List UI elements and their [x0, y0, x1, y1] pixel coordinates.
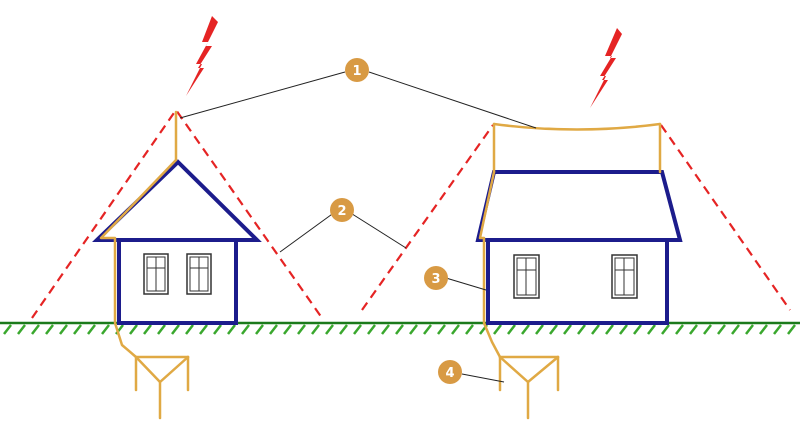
- ground-hatch-mark: [367, 324, 376, 335]
- ground-hatch-mark: [283, 324, 292, 335]
- leader-lines: [179, 71, 537, 383]
- ground-hatch-mark: [129, 324, 138, 335]
- ground-hatch-mark: [31, 324, 40, 335]
- ground-hatch-mark: [227, 324, 236, 335]
- ground-hatch-mark: [731, 324, 740, 335]
- down-conductor-left: [99, 158, 178, 359]
- ground-hatch-mark: [101, 324, 110, 335]
- marker-2-label: 2: [337, 204, 346, 219]
- marker-3: 3: [424, 266, 448, 290]
- ground-hatch-mark: [633, 324, 642, 335]
- ground-hatch-mark: [577, 324, 586, 335]
- conductors: [99, 110, 662, 420]
- ground-hatch-mark: [73, 324, 82, 335]
- ground-hatch-mark: [143, 324, 152, 335]
- ground-hatch-mark: [451, 324, 460, 335]
- house-right-roof: [475, 170, 683, 242]
- leader-1-right: [368, 71, 537, 129]
- catenary-wire-right: [492, 122, 662, 131]
- down-conductor-right: [478, 170, 502, 359]
- lightning-bolt-icon: [590, 28, 622, 108]
- protection-zone-right: [361, 124, 494, 311]
- leader-4: [461, 373, 505, 383]
- protection-zones: [31, 108, 791, 319]
- ground-hatch-mark: [591, 324, 600, 335]
- ground-hatch-mark: [745, 324, 754, 335]
- ground-hatch-mark: [759, 324, 768, 335]
- ground-hatch-mark: [353, 324, 362, 335]
- ground-hatch-mark: [507, 324, 516, 335]
- house-right: [475, 170, 683, 325]
- ground-hatch-mark: [437, 324, 446, 335]
- ground-hatch-mark: [325, 324, 334, 335]
- house-left-walls: [117, 240, 238, 325]
- house-right-window-1: [513, 254, 540, 299]
- markers: 1 2 3 4: [330, 58, 462, 384]
- house-left-window-1: [143, 253, 169, 295]
- marker-1: 1: [345, 58, 369, 82]
- protection-zone-right-outer: [660, 124, 791, 311]
- ground-hatch-mark: [171, 324, 180, 335]
- ground-hatch-mark: [689, 324, 698, 335]
- ground-hatch-mark: [647, 324, 656, 335]
- lightning-bolts: [186, 16, 622, 108]
- ground-hatch-mark: [423, 324, 432, 335]
- ground-hatch-mark: [661, 324, 670, 335]
- marker-3-label: 3: [431, 272, 440, 287]
- earth-electrode-left: [134, 355, 190, 420]
- ground-hatch-mark: [563, 324, 572, 335]
- ground-hatch-mark: [465, 324, 474, 335]
- house-right-walls: [486, 240, 669, 325]
- ground-hatch-mark: [787, 324, 796, 335]
- ground-hatch-mark: [549, 324, 558, 335]
- ground-hatch-mark: [381, 324, 390, 335]
- ground-hatch-mark: [493, 324, 502, 335]
- ground-hatch-mark: [619, 324, 628, 335]
- ground-hatch-mark: [395, 324, 404, 335]
- ground-hatch-mark: [297, 324, 306, 335]
- ground-hatch-mark: [255, 324, 264, 335]
- house-left-window-2: [186, 253, 212, 295]
- ground-hatch-mark: [521, 324, 530, 335]
- ground-hatch-mark: [339, 324, 348, 335]
- ground-hatch: [3, 324, 796, 335]
- ground-hatch-mark: [3, 324, 12, 335]
- ground-hatch-mark: [241, 324, 250, 335]
- ground-hatch-mark: [199, 324, 208, 335]
- ground-hatch-mark: [45, 324, 54, 335]
- ground-hatch-mark: [213, 324, 222, 335]
- marker-4: 4: [438, 360, 462, 384]
- leader-1-left: [179, 71, 346, 119]
- ground-hatch-mark: [59, 324, 68, 335]
- ground-hatch-mark: [311, 324, 320, 335]
- house-left: [92, 159, 262, 325]
- ground-hatch-mark: [17, 324, 26, 335]
- lightning-bolt-icon: [186, 16, 218, 96]
- leader-3: [445, 277, 487, 291]
- ground-hatch-mark: [605, 324, 614, 335]
- marker-4-label: 4: [445, 366, 454, 381]
- protection-zone-left: [31, 108, 323, 319]
- leader-2-right: [348, 211, 407, 249]
- marker-1-label: 1: [352, 64, 361, 79]
- ground-hatch-mark: [157, 324, 166, 335]
- earth-electrode-right: [498, 355, 560, 420]
- ground-hatch-mark: [185, 324, 194, 335]
- ground-hatch-mark: [717, 324, 726, 335]
- leader-2-left: [279, 211, 336, 253]
- house-left-roof: [92, 159, 262, 242]
- ground-hatch-mark: [87, 324, 96, 335]
- ground-hatch-mark: [535, 324, 544, 335]
- ground-hatch-mark: [703, 324, 712, 335]
- ground-hatch-mark: [409, 324, 418, 335]
- ground-hatch-mark: [675, 324, 684, 335]
- ground-hatch-mark: [773, 324, 782, 335]
- house-right-window-2: [611, 254, 638, 299]
- marker-2: 2: [330, 198, 354, 222]
- ground-hatch-mark: [269, 324, 278, 335]
